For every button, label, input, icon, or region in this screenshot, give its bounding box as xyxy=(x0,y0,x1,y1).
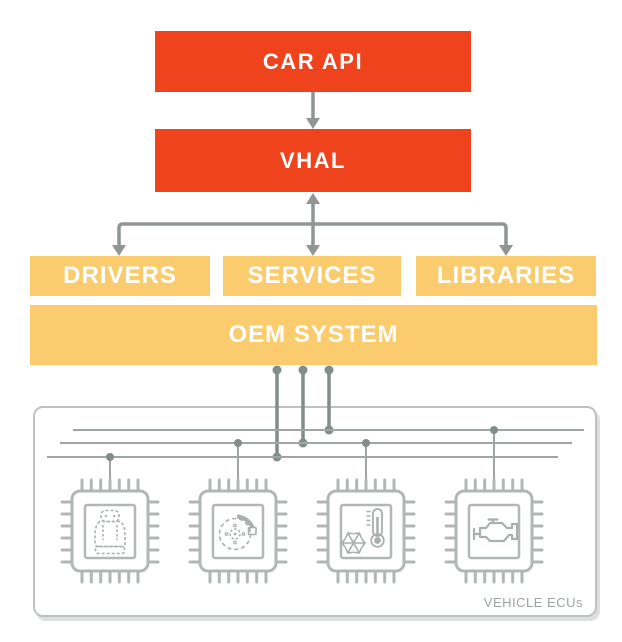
node-oem-system: OEM SYSTEM xyxy=(30,305,597,365)
node-drivers-label: DRIVERS xyxy=(63,262,177,289)
node-services: SERVICES xyxy=(223,256,401,296)
car-seat-icon xyxy=(94,509,126,555)
node-car-api: CAR API xyxy=(155,31,471,92)
climate-ecu-chip xyxy=(316,478,416,584)
node-oem-system-label: OEM SYSTEM xyxy=(228,321,399,348)
brake-disc-icon xyxy=(218,514,257,551)
node-drivers: DRIVERS xyxy=(30,256,210,296)
node-vhal: VHAL xyxy=(155,129,471,192)
node-services-label: SERVICES xyxy=(247,262,377,289)
vehicle-ecus-panel xyxy=(33,406,597,617)
seat-ecu-chip xyxy=(60,478,160,584)
engine-icon xyxy=(472,518,519,543)
node-libraries: LIBRARIES xyxy=(416,256,596,296)
arrow-vhal-services-two-way-icon xyxy=(306,193,320,256)
vehicle-ecus-label: VEHICLE ECUs xyxy=(483,595,583,610)
node-vhal-label: VHAL xyxy=(280,147,346,173)
brake-ecu-chip xyxy=(188,478,288,584)
snowflake-thermometer-icon xyxy=(341,508,385,554)
node-libraries-label: LIBRARIES xyxy=(436,262,576,289)
engine-ecu-chip xyxy=(444,478,544,584)
branch-connector-icon xyxy=(112,222,513,256)
arrow-carapi-to-vhal-icon xyxy=(306,92,320,129)
node-car-api-label: CAR API xyxy=(262,48,364,74)
